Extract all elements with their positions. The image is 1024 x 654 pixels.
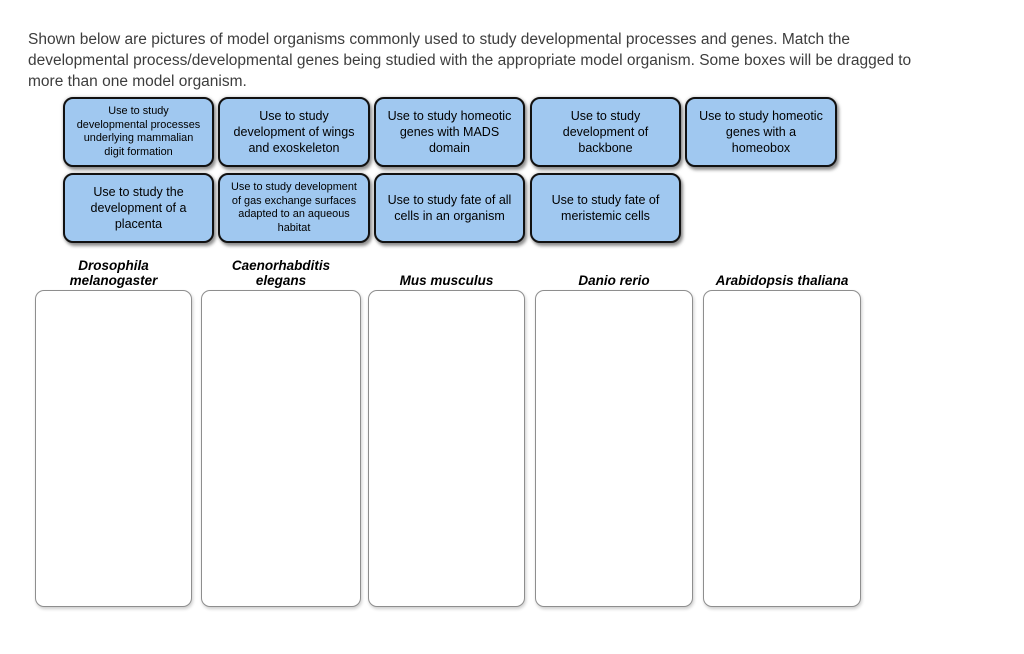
drag-tile-backbone[interactable]: Use to study development of backbone [530,97,681,167]
drop-zone-arabidopsis-thaliana[interactable] [703,290,861,607]
instructions-text: Shown below are pictures of model organi… [28,30,912,90]
drag-tile-gas-exchange-surfaces[interactable]: Use to study development of gas exchange… [218,173,370,243]
organism-label-mus-musculus: Mus musculus [399,273,494,288]
organism-label-drosophila-melanogaster: Drosophila melanogaster [69,258,158,288]
drop-zone-caenorhabditis-elegans[interactable] [201,290,361,607]
drag-tile-wings-exoskeleton[interactable]: Use to study development of wings and ex… [218,97,370,167]
drag-tile-placenta[interactable]: Use to study the development of a placen… [63,173,214,243]
drop-zone-drosophila-melanogaster[interactable] [35,290,192,607]
drag-tile-homeobox[interactable]: Use to study homeotic genes with a homeo… [685,97,837,167]
drag-tile-mammalian-digit-formation[interactable]: Use to study developmental processes und… [63,97,214,167]
drop-zone-mus-musculus[interactable] [368,290,525,607]
organism-label-danio-rerio: Danio rerio [578,273,650,288]
drag-tile-meristemic-cells[interactable]: Use to study fate of meristemic cells [530,173,681,243]
organism-label-arabidopsis-thaliana: Arabidopsis thaliana [715,273,849,288]
drag-tile-fate-of-all-cells[interactable]: Use to study fate of all cells in an org… [374,173,525,243]
drag-tile-mads-domain[interactable]: Use to study homeotic genes with MADS do… [374,97,525,167]
drop-zone-danio-rerio[interactable] [535,290,693,607]
organism-label-caenorhabditis-elegans: Caenorhabditis elegans [231,258,331,288]
